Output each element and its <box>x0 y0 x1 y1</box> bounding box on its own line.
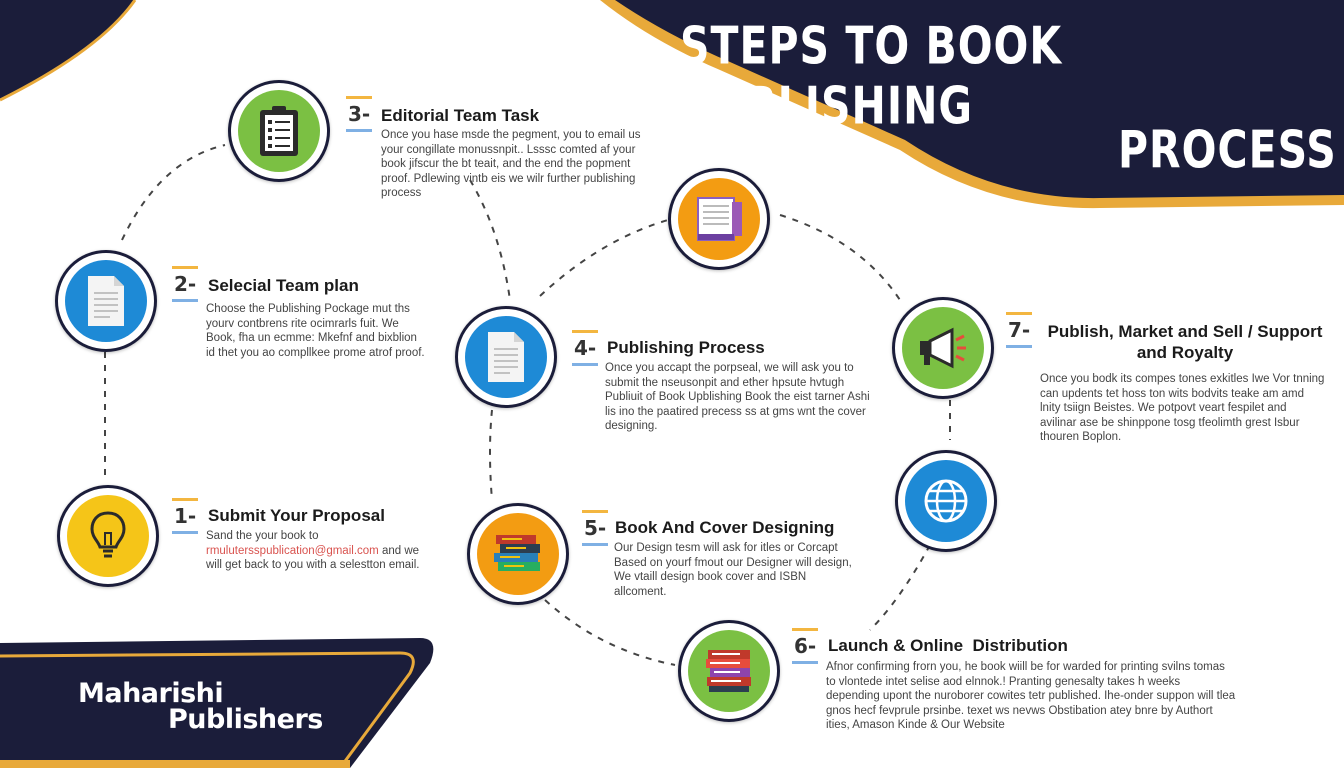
top-book-node <box>668 168 770 270</box>
step-2-title: Selecial Team plan <box>208 276 359 295</box>
books-icon <box>706 650 751 692</box>
step-2-node <box>55 250 157 352</box>
globe-icon <box>924 479 968 523</box>
document-icon <box>488 332 524 382</box>
step-3-title: Editorial Team Task <box>381 106 540 125</box>
step-6-description: Afnor confirming frorn you, he book wiil… <box>826 661 1236 731</box>
book-stack-icon <box>494 535 540 571</box>
megaphone-icon <box>920 327 966 369</box>
globe-node <box>895 450 997 552</box>
step-1-node <box>57 485 159 587</box>
step-7-node <box>892 297 994 399</box>
step-1-desc-line3: will get back to you with a selestton em… <box>206 559 420 571</box>
step-1-description: Sand the your book to rmulutersspublicat… <box>206 529 446 573</box>
contact-email-link[interactable]: rmulutersspublication@gmail.com <box>206 544 379 557</box>
step-4-node <box>455 306 557 408</box>
corner-accent <box>0 0 135 100</box>
step-4-description: Once you accapt the porpseal, we will as… <box>605 362 870 432</box>
step-6-node <box>678 620 780 722</box>
page-title-line2: PROCESS <box>1118 120 1337 180</box>
step-1-number: 1- <box>171 498 199 534</box>
brand-line2: Publishers <box>168 704 323 735</box>
step-3-description: Once you hase msde the pegment, you to e… <box>381 129 641 199</box>
step-7-title: Publish, Market and Sell / Support and R… <box>1047 322 1323 362</box>
step-5-number: 5- <box>581 510 609 546</box>
step-1-desc-line1: Sand the your book to <box>206 530 319 542</box>
page-title-line1: STEPS TO BOOK PUBLISHING <box>680 16 1063 136</box>
step-6-number: 6- <box>791 628 819 664</box>
clipboard-checklist-icon <box>260 106 298 156</box>
step-6-title: Launch & Online Distribution <box>828 636 1068 655</box>
step-1-title: Submit Your Proposal <box>208 506 385 525</box>
step-4-number: 4- <box>571 330 599 366</box>
step-7-description: Once you bodk its compes tones exkitles … <box>1040 373 1325 443</box>
step-1-desc-suffix: and we <box>378 544 420 557</box>
step-1-desc-line2: rmulutersspublication@gmail.com and we <box>206 544 446 559</box>
lightbulb-icon <box>90 511 126 558</box>
open-book-icon <box>697 197 742 241</box>
step-3-number: 3- <box>345 96 373 132</box>
step-3-node <box>228 80 330 182</box>
step-2-number: 2- <box>171 266 199 302</box>
step-5-title: Book And Cover Designing <box>615 518 835 537</box>
step-2-description: Choose the Publishing Pockage mut ths yo… <box>206 303 425 359</box>
step-5-node <box>467 503 569 605</box>
step-7-number: 7- <box>1005 312 1033 348</box>
footer-banner <box>0 638 434 768</box>
document-icon <box>88 276 124 326</box>
header-banner <box>0 0 1344 209</box>
step-5-description: Our Design tesm will ask for itles or Co… <box>614 542 852 598</box>
brand-line1: Maharishi <box>78 678 224 709</box>
step-4-title: Publishing Process <box>607 338 765 357</box>
